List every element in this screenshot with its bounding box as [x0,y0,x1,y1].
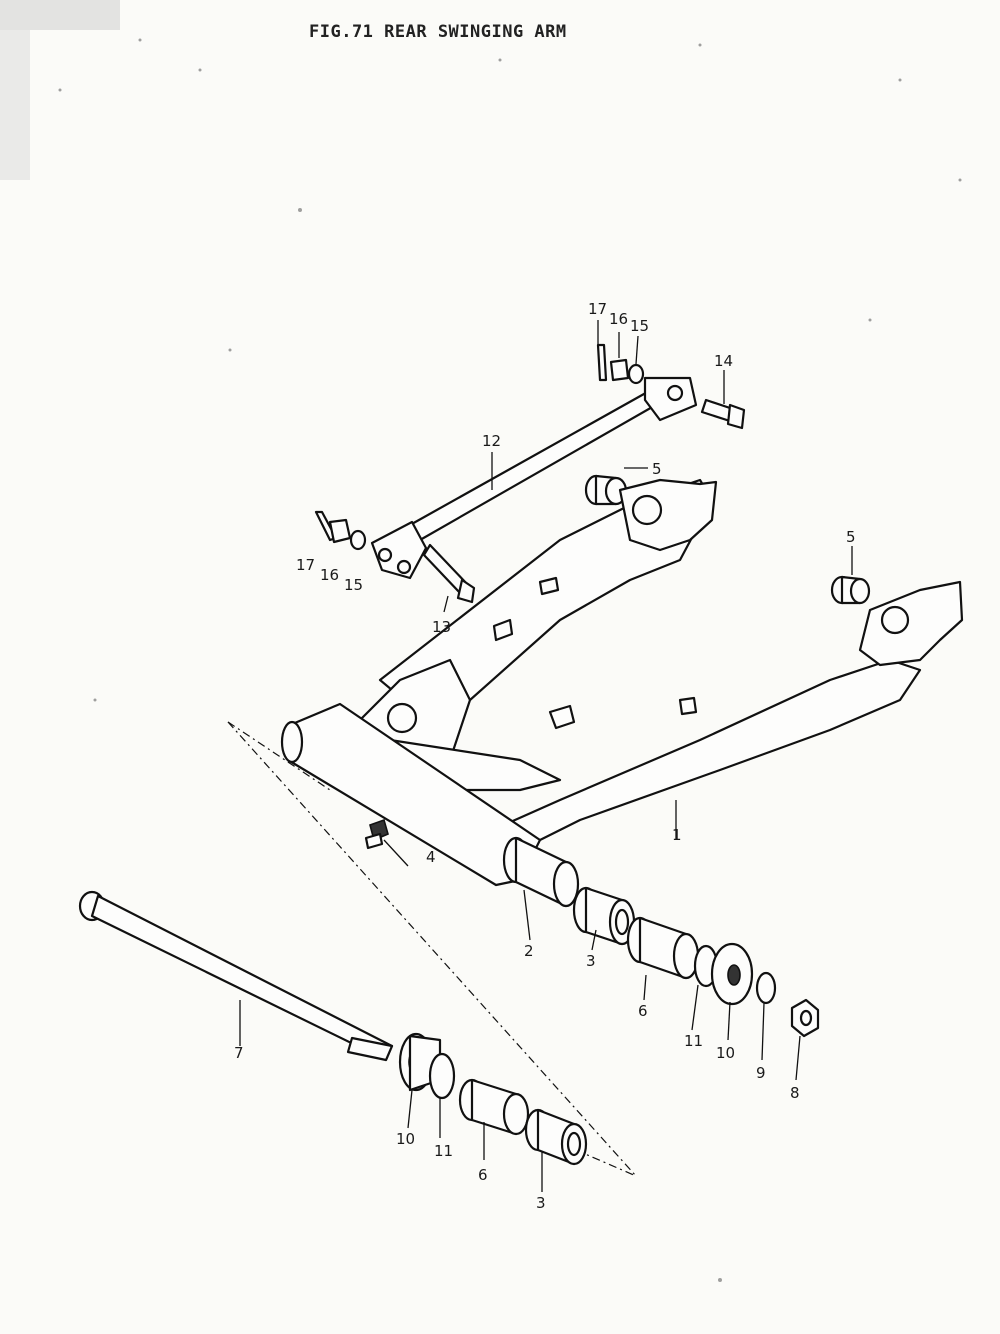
callout-13: 13 [432,618,451,636]
needle-bearing-3-left [524,1108,588,1166]
nut-8 [790,998,820,1038]
bushing-6-left [458,1078,530,1136]
grease-nipple-4 [364,818,389,850]
callout-9: 9 [756,1064,766,1082]
thrust-washer-10-right [710,942,754,1006]
axis-lines [227,721,637,1177]
callout-14: 14 [714,352,733,370]
callout-2: 2 [524,942,534,960]
bushing-5-right [830,575,871,605]
callout-4: 4 [426,848,436,866]
needle-bearing-3-right [572,886,636,946]
callout-3-right: 3 [586,952,596,970]
callout-1: 1 [672,826,682,844]
leader-lines [239,320,853,1192]
washer-9 [755,971,777,1005]
callout-16-lower: 16 [320,566,339,584]
callout-3-left: 3 [536,1194,546,1212]
callout-12: 12 [482,432,501,450]
washer-11-left [428,1052,456,1100]
figure-title: FIG.71 REAR SWINGING ARM [305,22,571,42]
callout-5-right: 5 [846,528,856,546]
callout-17-lower: 17 [296,556,315,574]
callout-10-left: 10 [396,1130,415,1148]
pivot-shaft-7 [78,890,394,1062]
callout-15-lower: 15 [344,576,363,594]
bolt-14 [700,398,746,430]
pivot-spacer-2 [502,836,580,908]
hardware-upper [596,343,645,385]
callout-10-right: 10 [716,1044,735,1062]
hardware-lower [314,510,367,551]
scan-noise [0,0,962,1282]
callout-16-upper: 16 [609,310,628,328]
callout-5-upper: 5 [652,460,662,478]
torque-link-rod [370,376,698,580]
callout-11-left: 11 [434,1142,453,1160]
axis-line-top [227,721,331,791]
callout-11-right: 11 [684,1032,703,1050]
callout-6-left: 6 [478,1166,488,1184]
bolt-13 [422,543,476,604]
callout-labels: 17 16 15 14 12 5 5 17 16 15 13 1 4 2 3 6… [234,300,856,1212]
bushing-6-right [626,916,700,980]
callout-7: 7 [234,1044,244,1062]
callout-6-right: 6 [638,1002,648,1020]
callout-17-upper: 17 [588,300,607,318]
axis-line-left [227,721,637,1177]
callout-8: 8 [790,1084,800,1102]
swinging-arm-body [280,478,964,887]
bushing-5-upper [584,474,628,506]
callout-15-upper: 15 [630,317,649,335]
axis-line-bottom [575,1149,637,1177]
